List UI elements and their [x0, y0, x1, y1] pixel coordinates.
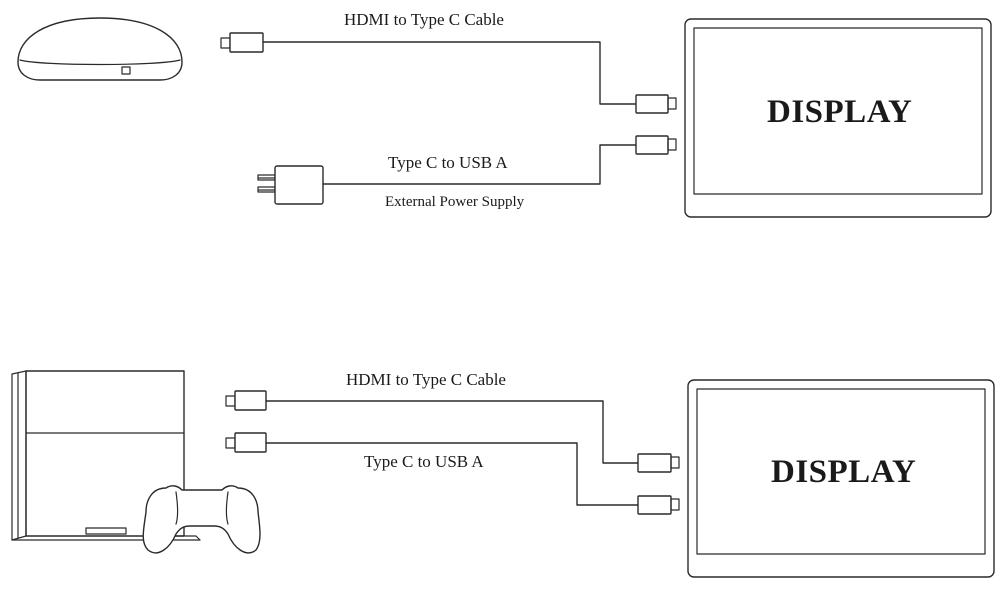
usb-a-connector-icon [225, 432, 267, 453]
hdmi-cable-label: HDMI to Type C Cable [346, 370, 506, 389]
hdmi-cable-bottom [265, 400, 639, 464]
display-monitor-icon [687, 379, 995, 578]
power-adapter-icon [257, 165, 324, 205]
type-c-connector-icon [637, 495, 680, 515]
display-label: DISPLAY [767, 94, 913, 130]
usb-cable-top [322, 144, 637, 185]
hdmi-connector-icon [220, 32, 264, 53]
display-monitor-icon [684, 18, 992, 218]
hdmi-cable-label: HDMI to Type C Cable [344, 10, 504, 29]
usb-cable-bottom [265, 442, 639, 506]
usb-cable-label: Type C to USB A [364, 452, 484, 471]
power-supply-label: External Power Supply [385, 194, 525, 210]
type-c-connector-icon [635, 94, 677, 114]
display-label: DISPLAY [771, 454, 917, 490]
usb-cable-label: Type C to USB A [388, 153, 508, 172]
type-c-connector-icon [637, 453, 680, 473]
type-c-connector-icon [635, 135, 677, 155]
hdmi-cable-top [262, 41, 637, 105]
game-controller-icon [142, 485, 261, 554]
hdmi-connector-icon [225, 390, 267, 411]
tv-box-icon [17, 17, 183, 81]
